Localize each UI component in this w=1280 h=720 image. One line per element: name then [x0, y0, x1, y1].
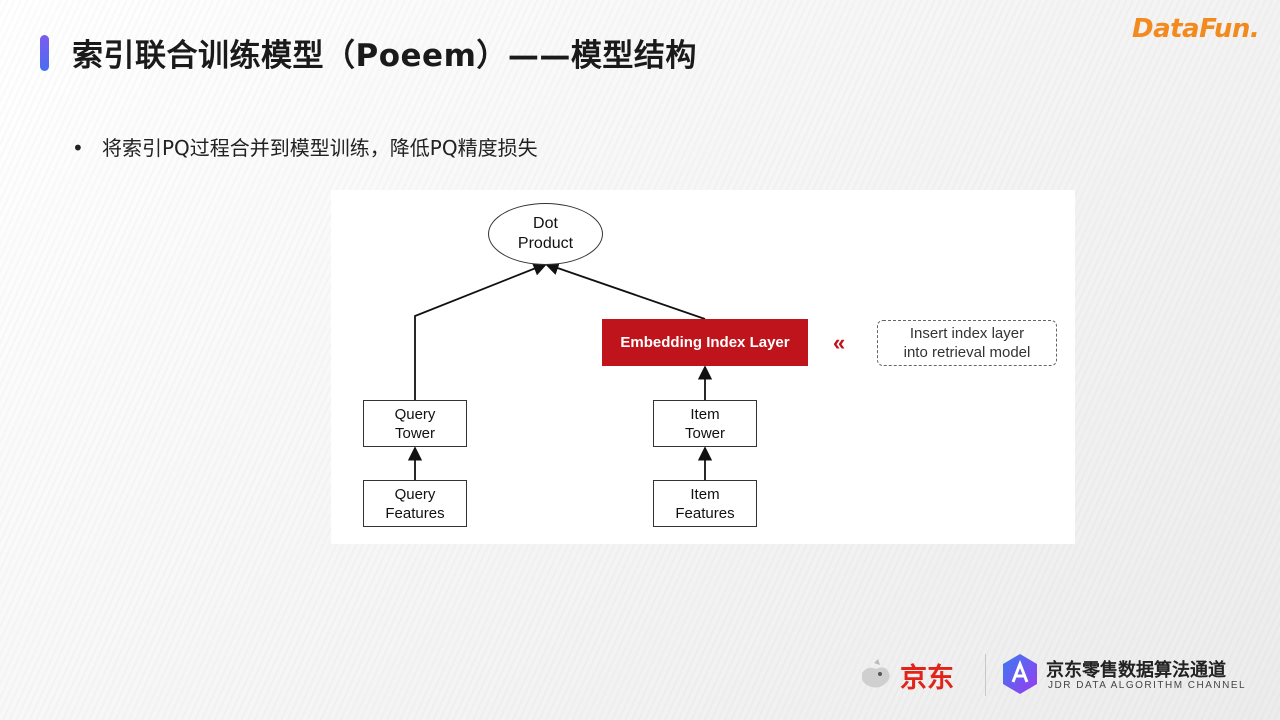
jd-dog-icon — [862, 658, 890, 687]
query-features-line1: Query — [394, 485, 436, 503]
item-tower-line1: Item — [690, 405, 720, 423]
jdr-channel-icon — [1003, 654, 1037, 694]
title-accent-bar — [40, 35, 49, 71]
jd-logo: 京东 — [858, 656, 954, 695]
bullet-text: 将索引PQ过程合并到模型训练，降低PQ精度损失 — [102, 136, 538, 160]
dot-product-line1: Dot — [533, 215, 558, 232]
channel-name-en: JDR DATA ALGORITHM CHANNEL — [1048, 680, 1247, 691]
embedding-index-layer: Embedding Index Layer — [602, 319, 808, 366]
channel-name-cn: 京东零售数据算法通道 — [1046, 660, 1226, 681]
note-line2: into retrieval model — [903, 344, 1031, 361]
bullet-mark: • — [72, 136, 84, 160]
datafun-logo: DataFun. — [1132, 14, 1260, 44]
embedding-to-dot-edge — [544, 261, 706, 320]
item-features-line1: Item — [690, 485, 720, 503]
logo-divider — [985, 654, 986, 696]
jd-logo-text: 京东 — [900, 663, 954, 694]
note-line1: Insert index layer — [909, 325, 1025, 342]
query-tower-line1: Query — [394, 405, 436, 423]
insert-layer-note: Insert index layer into retrieval model — [877, 320, 1057, 366]
query-tower-line2: Tower — [394, 424, 435, 442]
query-features-line2: Features — [385, 504, 445, 522]
bullet-point: • 将索引PQ过程合并到模型训练，降低PQ精度损失 — [72, 132, 538, 161]
dot-product-line2: Product — [517, 235, 574, 252]
query-to-dot-edge — [414, 261, 548, 400]
item-tower-line2: Tower — [684, 424, 725, 442]
item-features-line2: Features — [675, 504, 735, 522]
chevron-left-icon: « — [833, 330, 845, 355]
diagram-edges — [407, 261, 713, 480]
slide-title: 索引联合训练模型（Poeem）——模型结构 — [72, 38, 697, 74]
